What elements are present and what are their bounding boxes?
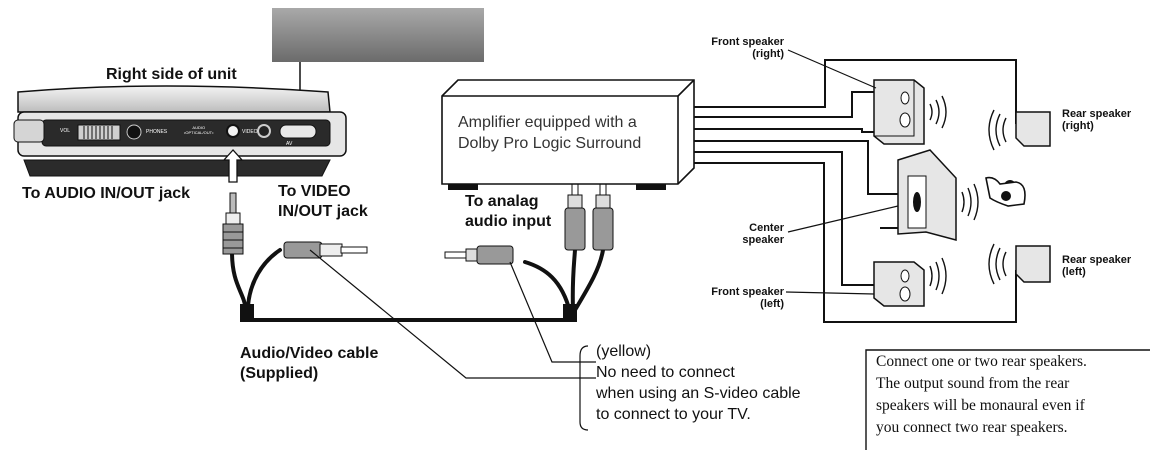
audio-jack-label: To AUDIO IN/OUT jack xyxy=(22,185,191,202)
cable-leader-yellow xyxy=(509,261,596,363)
video-plug xyxy=(283,241,368,259)
panel-label-phones: PHONES xyxy=(146,129,168,135)
speaker-wiring xyxy=(694,59,1017,323)
listener-icon xyxy=(985,176,1026,207)
center-speaker-label: Center speaker xyxy=(742,222,784,246)
tv-screen xyxy=(272,8,484,62)
speaker-front-left xyxy=(873,257,947,307)
dvd-unit xyxy=(13,85,347,177)
rear-note-frame xyxy=(865,349,1150,450)
note-bracket xyxy=(579,345,589,431)
speaker-rear-right xyxy=(988,109,1051,151)
yellow-note: (yellow) No need to connect when using a… xyxy=(596,343,801,423)
front-left-speaker-label: Front speaker (left) xyxy=(711,286,784,310)
rear-left-speaker-label: Rear speaker (left) xyxy=(1062,254,1132,278)
amplifier-box xyxy=(441,79,695,190)
yellow-rca-plug xyxy=(444,245,514,265)
front-right-speaker-label: Front speaker (right) xyxy=(711,36,784,60)
unit-title: Right side of unit xyxy=(106,66,237,83)
analog-input-label: To analag audio input xyxy=(465,193,552,230)
video-jack-label: To VIDEO IN/OUT jack xyxy=(278,183,368,220)
audio-jack-arrow xyxy=(222,149,244,183)
speaker-center xyxy=(897,149,979,241)
cable-leader-video xyxy=(309,249,596,379)
panel-label-av: AV xyxy=(286,141,293,147)
audio-plug xyxy=(222,192,244,255)
speaker-label-leaders xyxy=(785,49,899,295)
rear-right-speaker-label: Rear speaker (right) xyxy=(1062,108,1132,132)
speaker-front-right xyxy=(873,79,947,145)
amplifier-label: Amplifier equipped with a Dolby Pro Logi… xyxy=(458,114,642,152)
cable-label: Audio/Video cable (Supplied) xyxy=(240,345,379,382)
rear-speaker-note: Connect one or two rear speakers. The ou… xyxy=(876,353,1087,436)
panel-label-video: VIDEO xyxy=(242,129,258,135)
speaker-rear-left xyxy=(988,243,1051,285)
rca-audio-plugs xyxy=(564,175,614,251)
panel-label-audio: AUDIO •OPTICAL/OUT• xyxy=(184,125,214,135)
av-cable xyxy=(230,248,605,322)
panel-label-vol: VOL xyxy=(60,128,71,134)
